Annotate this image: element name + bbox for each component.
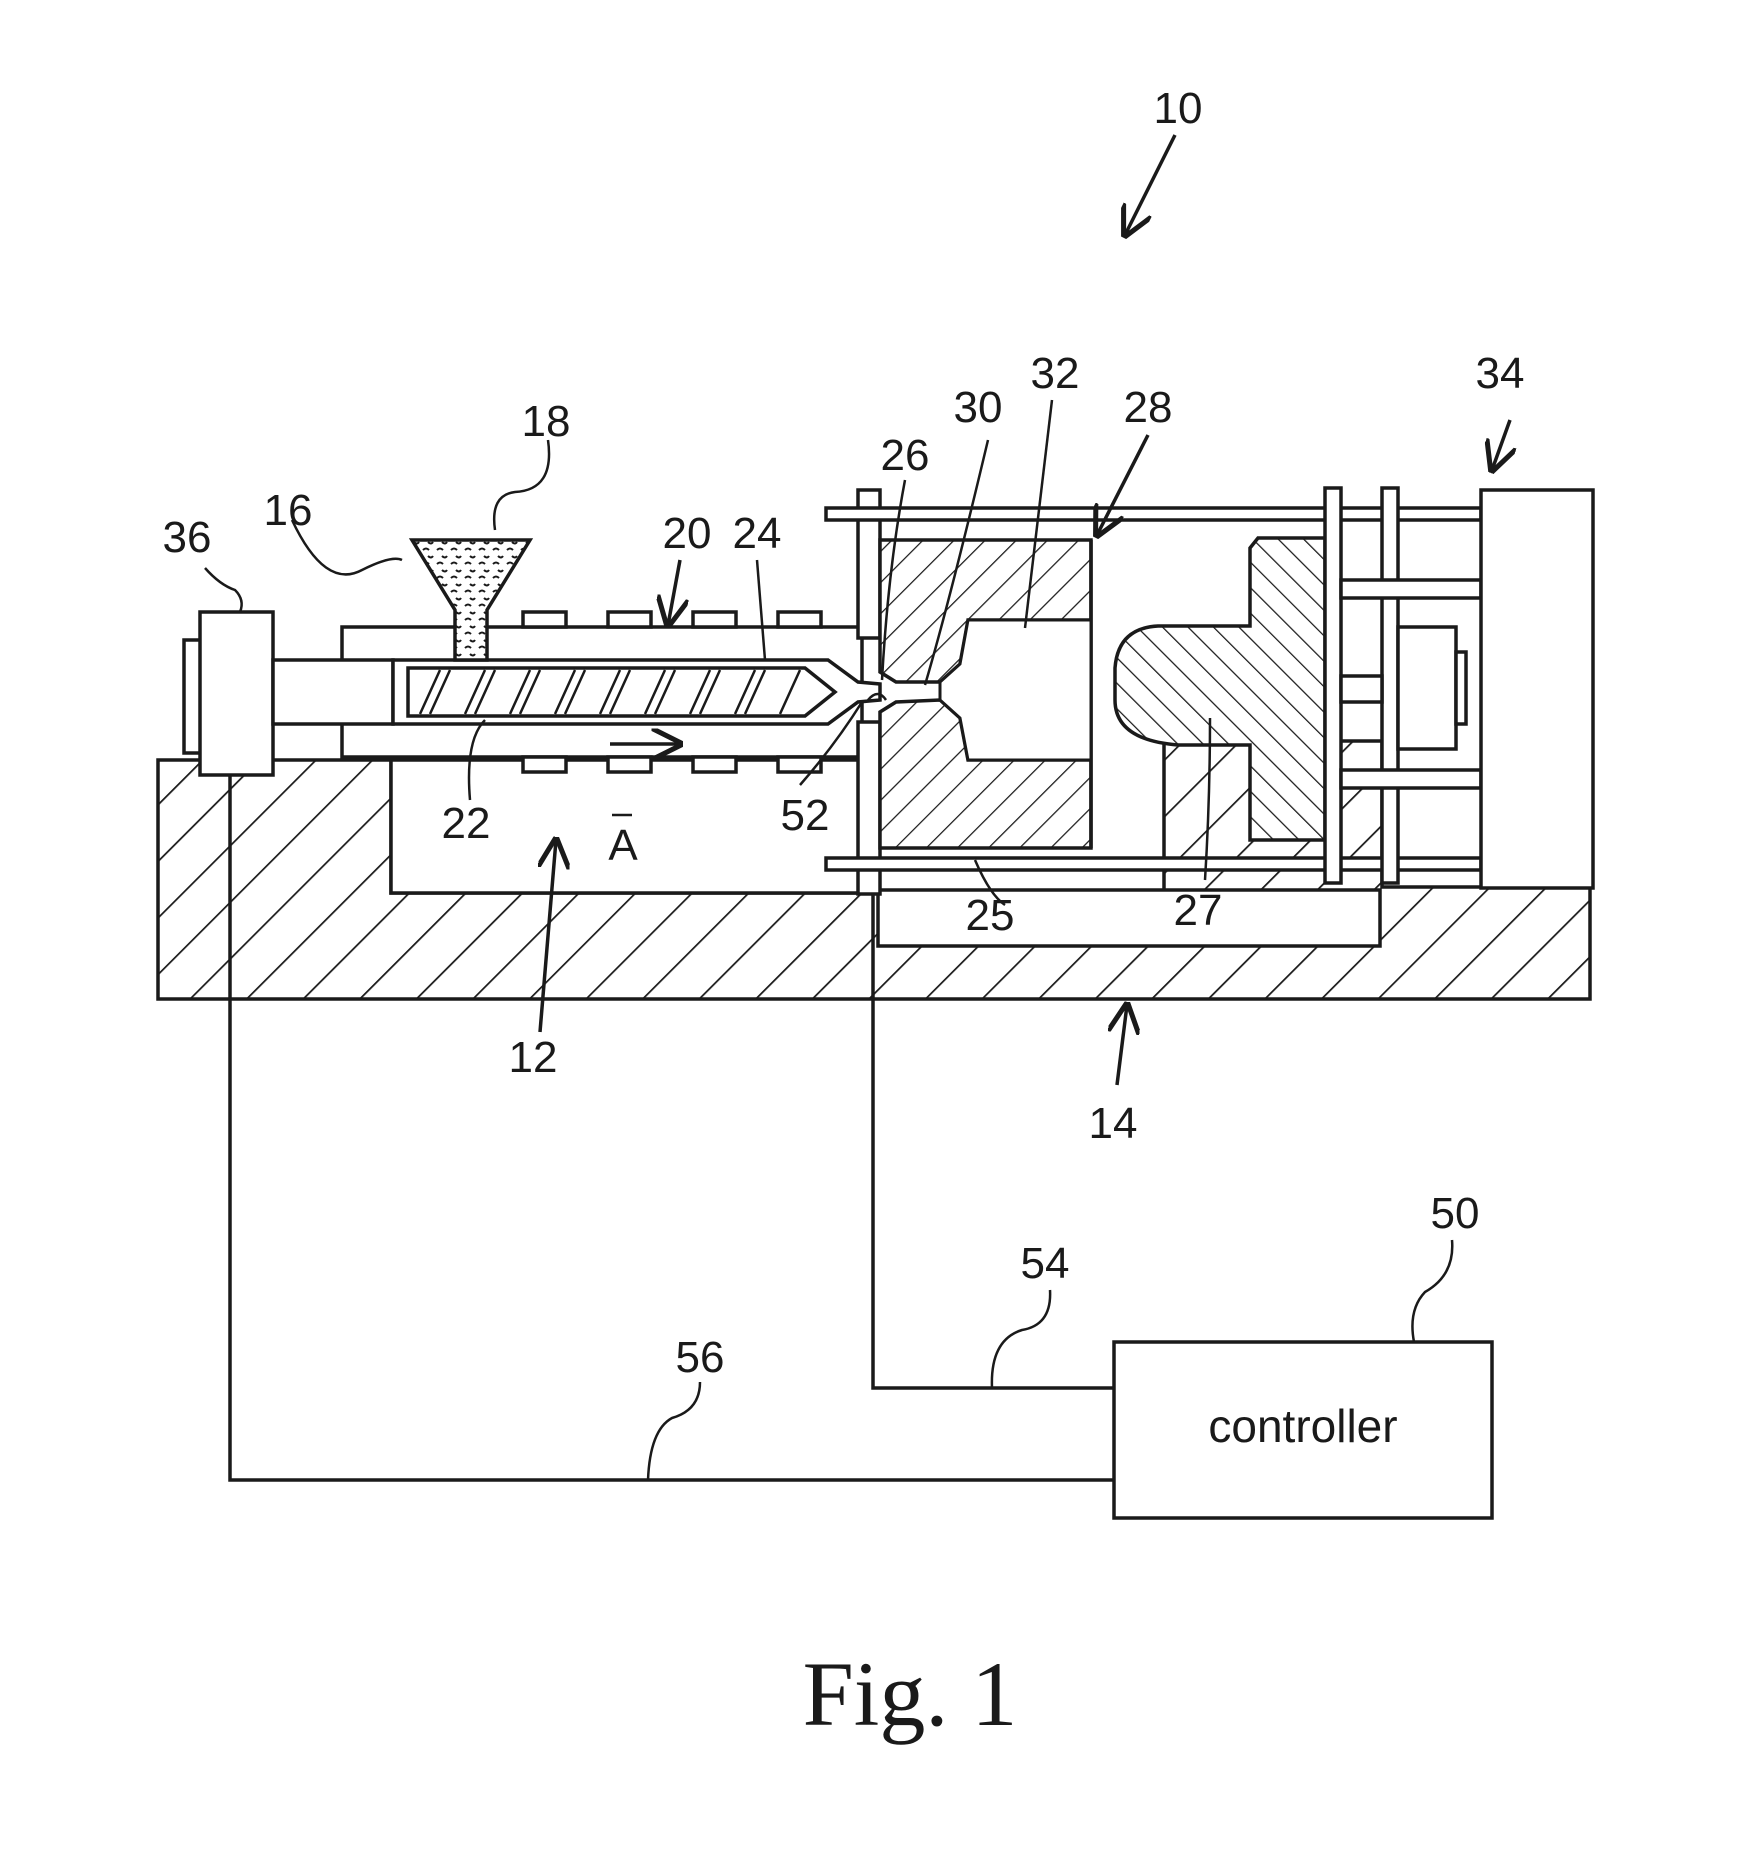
controller-text: controller (1208, 1400, 1397, 1452)
label-32: 32 (1031, 349, 1080, 398)
label-36: 36 (163, 513, 212, 562)
label-34: 34 (1476, 349, 1525, 398)
controller-box: controller (1114, 1342, 1492, 1518)
label-30: 30 (954, 383, 1003, 432)
label-24: 24 (733, 509, 782, 558)
label-28: 28 (1124, 383, 1173, 432)
label-18: 18 (522, 397, 571, 446)
label-25: 25 (966, 891, 1015, 940)
clamp-drive (1481, 490, 1593, 888)
label-A: A (608, 821, 638, 870)
label-27: 27 (1174, 886, 1223, 935)
label-56: 56 (676, 1333, 725, 1382)
label-14: 14 (1089, 1099, 1138, 1148)
label-16: 16 (264, 486, 313, 535)
injection-drive (184, 612, 273, 775)
label-22: 22 (442, 799, 491, 848)
label-10: 10 (1154, 84, 1203, 133)
label-26: 26 (881, 431, 930, 480)
label-54: 54 (1021, 1239, 1070, 1288)
label-52: 52 (781, 791, 830, 840)
label-12: 12 (509, 1033, 558, 1082)
screw (408, 668, 835, 716)
label-20: 20 (663, 509, 712, 558)
figure-caption: Fig. 1 (803, 1643, 1018, 1745)
label-50: 50 (1431, 1189, 1480, 1238)
